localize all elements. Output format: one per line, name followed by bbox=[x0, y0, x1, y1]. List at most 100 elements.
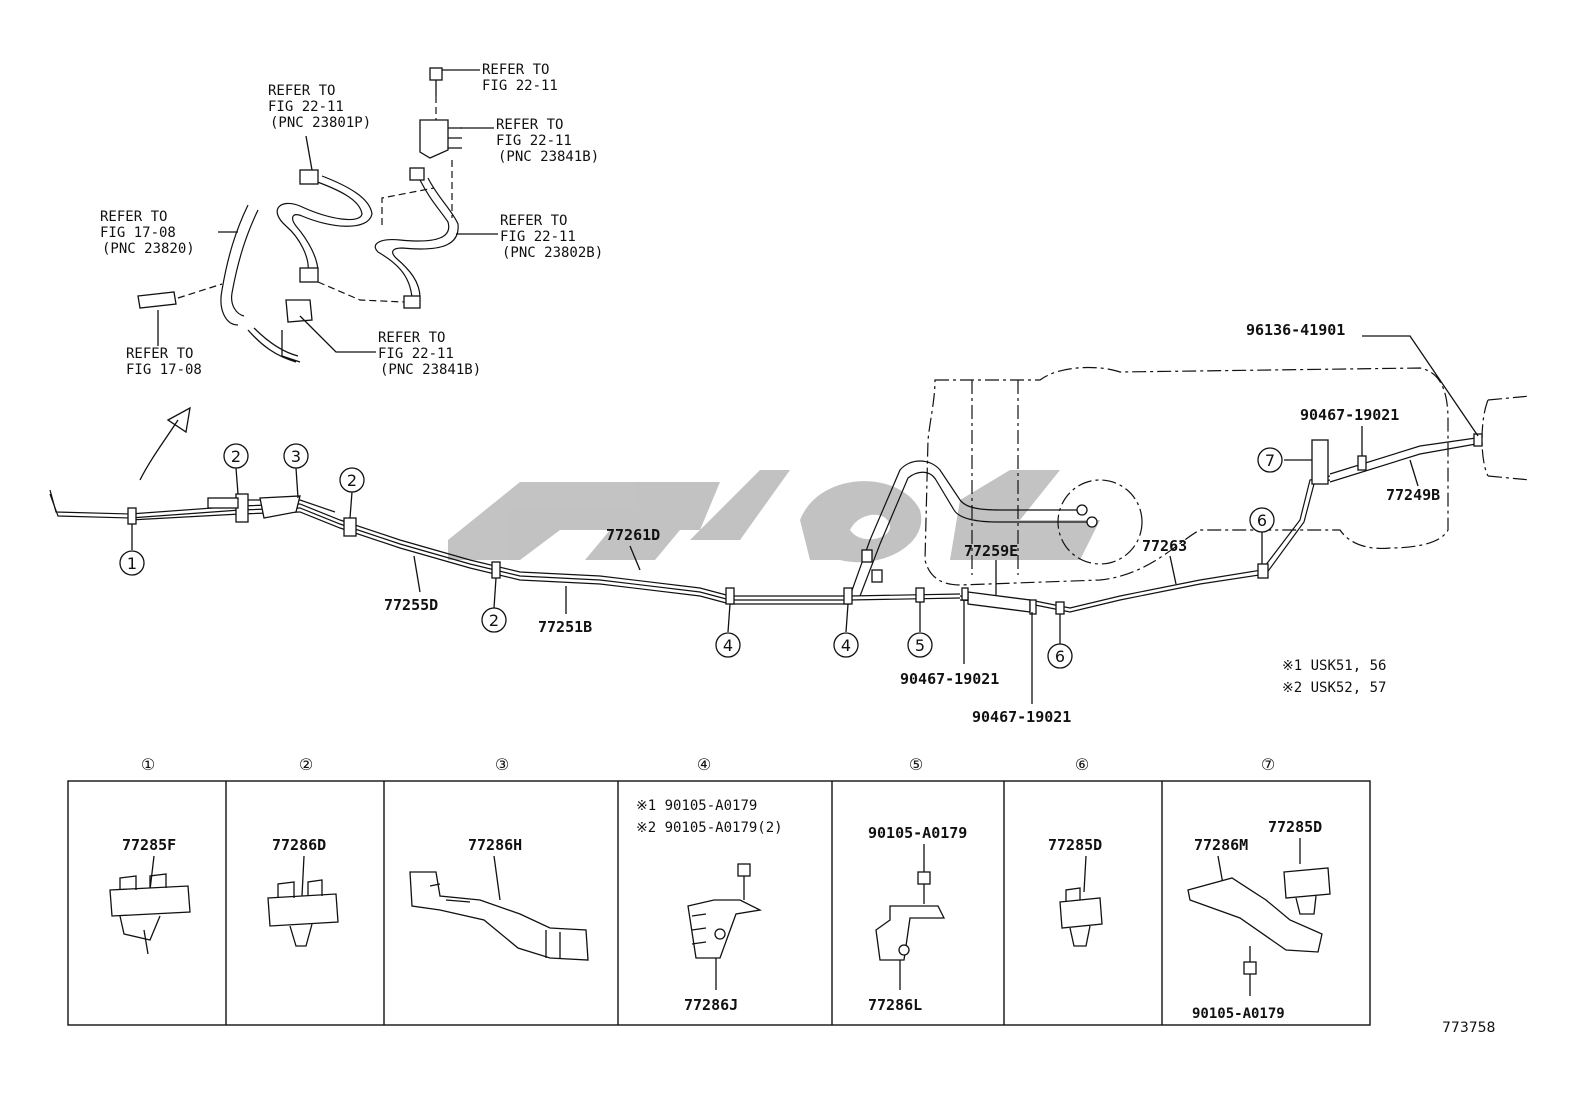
ref-line: FIG 22-11 bbox=[378, 346, 454, 362]
part-label: 77261D bbox=[606, 526, 660, 544]
ref-line: REFER TO bbox=[500, 213, 567, 229]
callout-1: 1 bbox=[119, 550, 145, 576]
hose-connector-right bbox=[403, 295, 421, 309]
ref-line: REFER TO bbox=[482, 62, 549, 78]
fuel-line-run bbox=[49, 335, 1483, 704]
clip-icon bbox=[285, 299, 313, 323]
legend-number: ⑦ bbox=[1261, 755, 1275, 774]
legend-number: ① bbox=[141, 755, 155, 774]
callout-3: 3 bbox=[283, 443, 309, 469]
ref-line: (PNC 23801P) bbox=[270, 115, 371, 131]
callout-7: 7 bbox=[1257, 447, 1283, 473]
legend-part: 77286L bbox=[868, 996, 922, 1014]
svg-text:2: 2 bbox=[231, 447, 241, 466]
ref-line: FIG 22-11 bbox=[496, 133, 572, 149]
callout-2: 2 bbox=[339, 467, 365, 493]
bracket-icon bbox=[1187, 877, 1323, 953]
clamp-icon bbox=[207, 497, 239, 509]
callout-4: 4 bbox=[833, 632, 859, 658]
clamp-icon bbox=[127, 507, 137, 525]
svg-text:6: 6 bbox=[1257, 511, 1267, 530]
legend-part: 90105-A0179 bbox=[1192, 1006, 1285, 1022]
callout-2: 2 bbox=[481, 607, 507, 633]
legend-number: ⑥ bbox=[1075, 755, 1089, 774]
svg-text:4: 4 bbox=[841, 636, 851, 655]
clamp-icon bbox=[491, 561, 501, 579]
clip-legend-table: ① ② ③ ④ ⑤ ⑥ ⑦ 77285F 77286D 77286H ※1 90… bbox=[67, 755, 1371, 1026]
model-note-1: ※1 USK51, 56 bbox=[1282, 658, 1386, 674]
clamp-icon bbox=[1357, 455, 1367, 471]
clamp-icon bbox=[861, 549, 873, 563]
ref-line: FIG 22-11 bbox=[500, 229, 576, 245]
clamp-icon bbox=[961, 587, 969, 601]
ref-line: FIG 22-11 bbox=[482, 78, 558, 94]
clip-icon bbox=[109, 885, 191, 917]
part-label: 77249B bbox=[1386, 486, 1440, 504]
legend-part: 77286M bbox=[1194, 836, 1248, 854]
callout-2: 2 bbox=[223, 443, 249, 469]
clip-icon bbox=[267, 893, 339, 927]
legend-part: ※1 90105-A0179 bbox=[636, 798, 757, 814]
clamp-icon bbox=[1257, 563, 1269, 579]
part-label: 77259E bbox=[964, 542, 1018, 560]
watermark-logo bbox=[448, 470, 1100, 563]
svg-text:2: 2 bbox=[489, 611, 499, 630]
ref-line: REFER TO bbox=[496, 117, 563, 133]
legend-part: 90105-A0179 bbox=[868, 824, 967, 842]
figure-number: 773758 bbox=[1442, 1020, 1495, 1036]
bolt-icon bbox=[1243, 961, 1257, 975]
bracket-icon bbox=[419, 119, 449, 159]
bolt-icon bbox=[917, 871, 931, 885]
legend-part: 77286J bbox=[684, 996, 738, 1014]
callout-5: 5 bbox=[907, 632, 933, 658]
callout-6: 6 bbox=[1249, 507, 1275, 533]
part-label: 90467-19021 bbox=[1300, 406, 1399, 424]
bolt-icon bbox=[429, 67, 443, 81]
bracket-icon bbox=[409, 871, 589, 961]
clamp-icon bbox=[1055, 601, 1065, 615]
ref-line: REFER TO bbox=[100, 209, 167, 225]
part-number-labels: 96136-41901 90467-19021 77249B 77261D 77… bbox=[384, 321, 1440, 726]
clamp-icon bbox=[871, 569, 883, 583]
reference-labels: REFER TO FIG 22-11 (PNC 23801P) REFER TO… bbox=[100, 62, 603, 378]
bracket-icon bbox=[875, 905, 946, 961]
hose-assembly-group bbox=[137, 67, 498, 481]
bracket-icon bbox=[1311, 439, 1329, 485]
legend-number: ③ bbox=[495, 755, 509, 774]
svg-text:5: 5 bbox=[915, 636, 925, 655]
clip-icon bbox=[1283, 867, 1331, 899]
clamp-icon bbox=[725, 587, 735, 605]
clamp-icon bbox=[1029, 599, 1037, 615]
svg-text:7: 7 bbox=[1265, 451, 1275, 470]
svg-text:6: 6 bbox=[1055, 647, 1065, 666]
clamp-icon bbox=[843, 587, 853, 605]
svg-text:1: 1 bbox=[127, 554, 137, 573]
clamp-icon bbox=[259, 495, 301, 519]
callout-4: 4 bbox=[715, 632, 741, 658]
clamp-icon bbox=[137, 291, 177, 309]
svg-text:2: 2 bbox=[347, 471, 357, 490]
clamp-icon bbox=[915, 587, 925, 603]
legend-number: ② bbox=[299, 755, 313, 774]
model-note-2: ※2 USK52, 57 bbox=[1282, 680, 1386, 696]
hose-connector-lower bbox=[299, 267, 319, 283]
legend-part: 77285D bbox=[1268, 818, 1322, 836]
legend-part: 77286H bbox=[468, 836, 522, 854]
ref-line: REFER TO bbox=[126, 346, 193, 362]
legend-part: 77285F bbox=[122, 836, 176, 854]
hose-connector-upper bbox=[299, 169, 319, 185]
ref-line: (PNC 23841B) bbox=[380, 362, 481, 378]
ref-line: FIG 22-11 bbox=[268, 99, 344, 115]
ref-line: REFER TO bbox=[378, 330, 445, 346]
svg-text:3: 3 bbox=[291, 447, 301, 466]
part-label: 77255D bbox=[384, 596, 438, 614]
ref-line: (PNC 23802B) bbox=[502, 245, 603, 261]
part-label: 77263 bbox=[1142, 537, 1187, 555]
callout-markers: 1 2 3 2 2 4 4 5 6 6 7 bbox=[119, 443, 1283, 669]
part-label: 90467-19021 bbox=[900, 670, 999, 688]
clamp-icon bbox=[343, 517, 357, 537]
ref-line: FIG 17-08 bbox=[126, 362, 202, 378]
ref-line: (PNC 23820) bbox=[102, 241, 195, 257]
